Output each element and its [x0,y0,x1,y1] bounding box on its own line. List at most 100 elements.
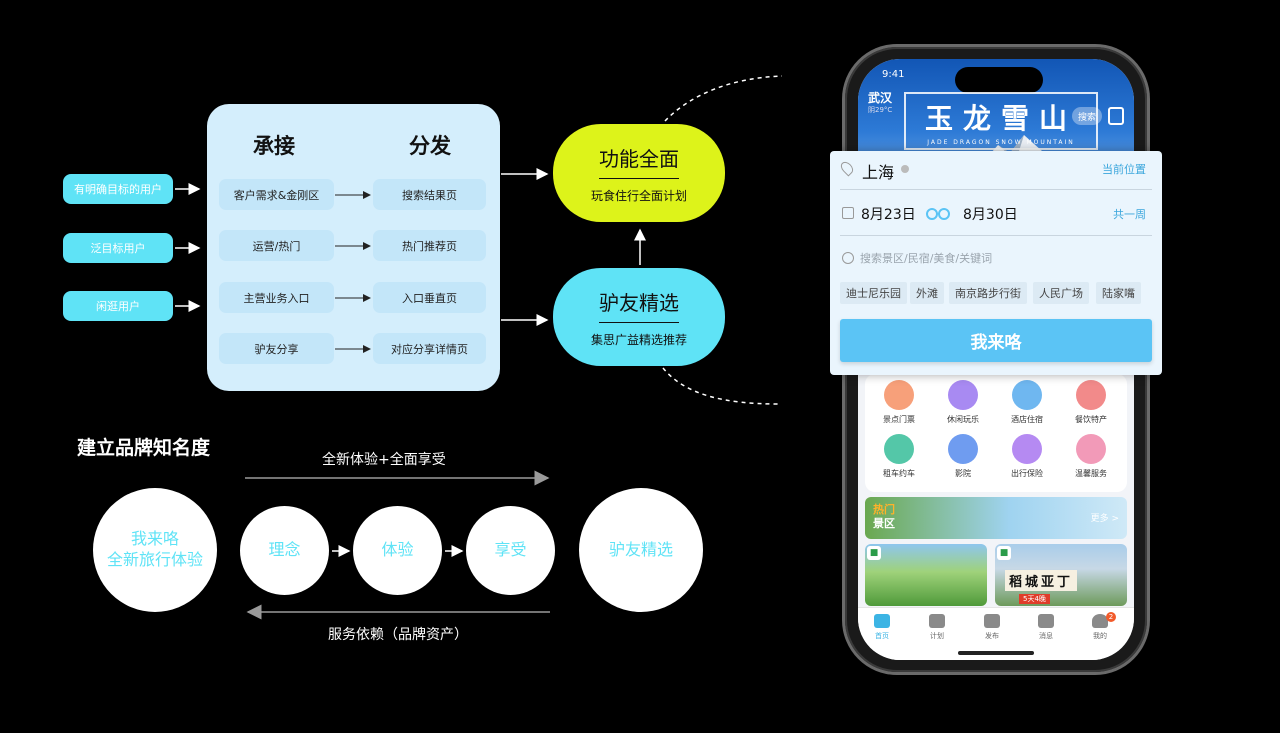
grid-label: 影院 [955,469,971,478]
loop-bottom-label: 服务依赖（品牌资产） [328,627,468,643]
hot-keyword-chip[interactable]: 外滩 [910,282,944,304]
heart-house-icon [1076,434,1106,464]
user-pill-browsing: 闲逛用户 [63,291,173,321]
current-location-link[interactable]: 当前位置 [1102,163,1146,176]
daocheng-title: 稻城亚丁 [1005,570,1078,591]
tab-label: 首页 [875,632,889,640]
start-circle: 我来咯全新旅行体验 [93,488,217,612]
tab-label: 我的 [1093,632,1107,640]
divider [840,235,1152,236]
start-circle-line1: 我来咯 [130,529,179,549]
start-circle-line2: 全新旅行体验 [106,550,203,569]
trip-search-card: 上海 当前位置 8月23日 8月30日 共一周 搜索景区/民宿/美食/关键词 迪… [830,151,1162,375]
grid-label: 休闲玩乐 [947,415,979,424]
hot-line1: 热门 [873,503,895,516]
status-time: 9:41 [882,69,905,80]
hot-keyword-chip[interactable]: 南京路步行街 [949,282,1027,304]
train-icon: ■ [867,546,881,560]
hero-search-button[interactable]: 搜索 [1072,107,1102,125]
hot-keyword-chip[interactable]: 迪士尼乐园 [840,282,907,304]
tab-plan[interactable]: 计划 [917,614,957,641]
tab-profile[interactable]: 我的 2 [1080,612,1120,641]
hot-line2: 景区 [873,517,895,531]
grid-item-insurance[interactable]: 出行保险 [997,434,1057,479]
grid-label: 景点门票 [883,415,915,424]
ticket-icon [884,380,914,410]
hot-spots-banner[interactable]: 热门 景区 更多 > [865,497,1127,539]
feature-blob-subtitle: 玩食住行全面计划 [590,188,687,203]
select-blob: 驴友精选 集思广益精选推荐 [553,268,725,366]
search-input[interactable]: 搜索景区/民宿/美食/关键词 [860,252,993,265]
grid-item-tickets[interactable]: 景点门票 [869,380,929,425]
tab-label: 消息 [1039,632,1053,640]
tab-home[interactable]: 首页 [862,614,902,641]
hot-spots-title: 热门 景区 [873,503,895,532]
step-circle-concept: 理念 [240,506,329,595]
hot-keyword-chip[interactable]: 人民广场 [1033,282,1089,304]
brand-section-title: 建立品牌知名度 [77,437,211,459]
dynamic-island [955,67,1043,93]
grid-item-leisure[interactable]: 休闲玩乐 [933,380,993,425]
location-pin-icon [838,159,856,177]
grid-item-food[interactable]: 餐饮特产 [1061,380,1121,425]
grid-item-car[interactable]: 租车约车 [869,434,929,479]
home-icon [874,614,890,628]
hot-keyword-chip[interactable]: 陆家嘴 [1096,282,1141,304]
scan-icon[interactable] [1108,107,1124,125]
hero-weather: 阴29°C [868,106,893,114]
flow-source-item: 运营/热门 [219,230,334,261]
notification-badge: 2 [1106,612,1116,622]
flow-target-item: 入口垂直页 [373,282,486,313]
hero-subtitle: JADE DRAGON SNOW MOUNTAIN [927,138,1075,146]
grid-label: 温馨服务 [1075,469,1107,478]
column-heading-distribute: 分发 [409,134,451,158]
grid-item-cinema[interactable]: 影院 [933,434,993,479]
service-grid: 景点门票 休闲玩乐 酒店住宿 餐饮特产 租车约车 影院 [865,374,1127,492]
mail-icon [1038,614,1054,628]
feature-blob: 功能全面 玩食住行全面计划 [553,124,725,222]
hero-logo: 玉龙雪山 JADE DRAGON SNOW MOUNTAIN [904,92,1098,150]
divider [840,189,1152,190]
grid-label: 出行保险 [1011,469,1043,478]
flow-source-item: 驴友分享 [219,333,334,364]
hotel-icon [1012,380,1042,410]
search-icon [842,252,854,264]
start-trip-button[interactable]: 我来咯 [840,319,1152,362]
tab-messages[interactable]: 消息 [1026,614,1066,641]
flow-target-item: 搜索结果页 [373,179,486,210]
user-icon [1092,614,1108,628]
feature-blob-title: 功能全面 [599,143,679,179]
grid-item-hotel[interactable]: 酒店住宿 [997,380,1057,425]
step-circle-experience: 体验 [353,506,442,595]
flow-source-item: 客户需求&金刚区 [219,179,334,210]
hero-city[interactable]: 武汉 [868,91,893,105]
scenic-card-daocheng[interactable]: ■ 稻城亚丁 5天4晚 [995,544,1127,606]
hot-more-link[interactable]: 更多 > [1090,514,1119,524]
car-icon [884,434,914,464]
loop-top-label: 全新体验+全面享受 [322,452,446,468]
hero-title: 玉龙雪山 [924,101,1077,135]
grid-item-service[interactable]: 温馨服务 [1061,434,1121,479]
destination-city[interactable]: 上海 [862,163,895,182]
end-date[interactable]: 8月30日 [963,207,1018,223]
user-pill-general: 泛目标用户 [63,233,173,263]
grid-label: 酒店住宿 [1011,415,1043,424]
flow-target-item: 对应分享详情页 [373,333,486,364]
scenic-card-grassland[interactable]: ■ [865,544,987,606]
grid-label: 租车约车 [883,469,915,478]
tab-label: 计划 [930,632,944,640]
daocheng-subtitle: 5天4晚 [1019,594,1050,604]
user-pill-targeted: 有明确目标的用户 [63,174,173,204]
duration-label: 共一周 [1113,208,1146,221]
chevron-down-icon[interactable] [901,165,909,173]
start-date[interactable]: 8月23日 [861,207,916,223]
flow-source-item: 主营业务入口 [219,282,334,313]
microphone-icon [948,380,978,410]
home-indicator [958,651,1034,655]
train-icon: ■ [997,546,1011,560]
film-icon [948,434,978,464]
tab-label: 发布 [985,632,999,640]
flow-target-item: 热门推荐页 [373,230,486,261]
plan-icon [929,614,945,628]
tab-publish[interactable]: 发布 [972,614,1012,641]
